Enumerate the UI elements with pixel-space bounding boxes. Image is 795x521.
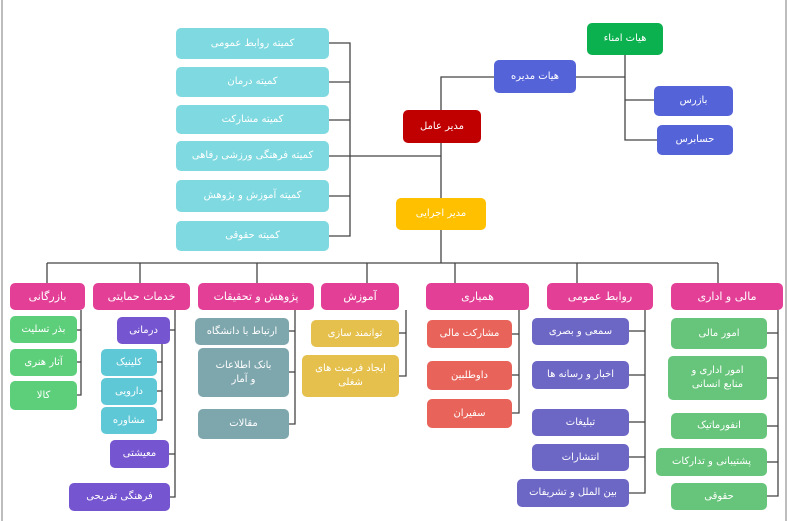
dept-education: آموزش xyxy=(321,283,399,310)
node-item: تبلیغات xyxy=(532,409,629,436)
node-item: امور مالی xyxy=(671,318,767,349)
node-committee: کمیته حقوقی xyxy=(176,221,329,251)
node-item: بانک اطلاعات و آمار xyxy=(198,348,289,397)
node-item: اخبار و رسانه ها xyxy=(532,361,629,389)
node-item: توانمند سازی xyxy=(311,320,399,347)
node-committee: کمیته فرهنگی ورزشی رفاهی xyxy=(176,141,329,171)
node-item: آثار هنری xyxy=(10,349,77,376)
node-item: ارتباط با دانشگاه xyxy=(195,318,289,345)
node-item: معیشتی xyxy=(110,440,169,468)
dept-public-relations: روابط عمومی xyxy=(547,283,653,310)
node-board-of-directors: هیات مدیره xyxy=(494,60,576,93)
node-item: مشاوره xyxy=(101,407,157,434)
dept-finance: مالی و اداری xyxy=(671,283,783,310)
node-inspector: بازرس xyxy=(654,86,733,116)
node-item: پشتیبانی و تدارکات xyxy=(656,448,767,476)
node-item: دارویی xyxy=(101,378,157,405)
node-committee: کمیته مشارکت xyxy=(176,105,329,134)
node-executive-manager: مدیر اجرایی xyxy=(396,198,486,230)
node-committee: کمیته درمان xyxy=(176,67,329,97)
dept-commerce: بازرگانی xyxy=(10,283,85,310)
node-item: سمعی و بصری xyxy=(532,318,629,345)
dept-cooperation: همیاری xyxy=(426,283,529,310)
node-item: انفورماتیک xyxy=(671,413,767,439)
node-item: کلینیک xyxy=(101,349,157,376)
node-item: مقالات xyxy=(198,409,289,439)
node-committee: کمیته روابط عمومی xyxy=(176,28,329,59)
node-item: ایجاد فرصت های شغلی xyxy=(302,355,399,397)
node-auditor: حسابرس xyxy=(657,125,733,155)
node-item: داوطلبین xyxy=(427,361,512,390)
node-item: بین الملل و تشریفات xyxy=(517,479,629,507)
node-item: حقوقی xyxy=(671,483,767,510)
node-item: امور اداری و منابع انسانی xyxy=(668,356,767,400)
node-committee: کمیته آموزش و پژوهش xyxy=(176,180,329,212)
node-item: سفیران xyxy=(427,399,512,428)
node-item: مشارکت مالی xyxy=(427,320,512,348)
dept-research: پژوهش و تحقیقات xyxy=(198,283,314,310)
node-treatment: درمانی xyxy=(117,317,170,344)
node-ceo: مدیر عامل xyxy=(403,110,481,143)
node-item: کالا xyxy=(10,381,77,410)
node-board-of-trustees: هیات امناء xyxy=(587,23,663,55)
node-item: انتشارات xyxy=(532,444,629,471)
node-item: بذر تسلیت xyxy=(10,316,77,343)
node-item: فرهنگی تفریحی xyxy=(69,483,170,511)
dept-support: خدمات حمایتی xyxy=(93,283,190,310)
